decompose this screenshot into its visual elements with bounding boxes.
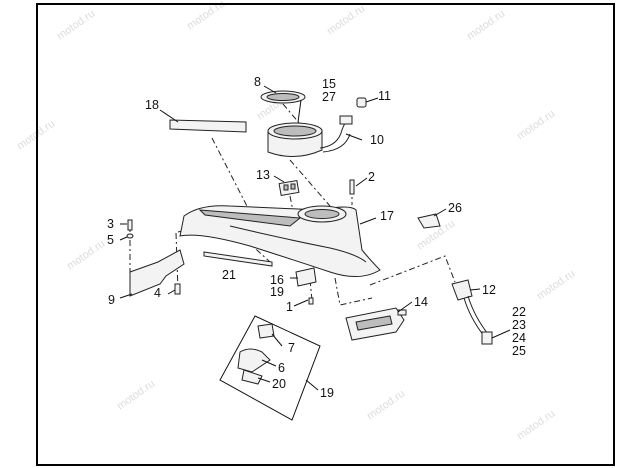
watermark-text: motod.ru: [515, 108, 557, 143]
part-17-console: [179, 205, 381, 277]
callout-24: 24: [512, 331, 526, 345]
part-13-connector: [278, 179, 300, 197]
callout-18: 18: [145, 98, 159, 112]
part-21-rod: [203, 251, 273, 267]
watermark-text: motod.ru: [115, 378, 157, 413]
callout-9: 9: [108, 293, 115, 307]
part-10-harness: [319, 115, 353, 153]
watermark-text: motod.ru: [65, 238, 107, 273]
part-2-bolt: [349, 179, 355, 195]
subassembly-19-box: [219, 315, 321, 421]
watermark-text: motod.ru: [535, 268, 577, 303]
part-4-post: [174, 283, 181, 295]
callout-20: 20: [272, 377, 286, 391]
callout-8: 8: [254, 75, 261, 89]
callout-1: 1: [286, 300, 293, 314]
watermark-text: motod.ru: [55, 8, 97, 43]
callout-11: 11: [378, 89, 391, 103]
callout-26: 26: [448, 201, 462, 215]
callout-13: 13: [256, 168, 270, 182]
callout-22: 22: [512, 305, 526, 319]
callout-19a: 19: [270, 285, 284, 299]
callout-7: 7: [288, 341, 295, 355]
part-1-pin: [308, 297, 314, 305]
part-15-gauge: [267, 122, 323, 157]
callout-4: 4: [154, 286, 161, 300]
callout-2: 2: [368, 170, 375, 184]
callout-10: 10: [370, 133, 384, 147]
watermark-text: motod.ru: [365, 388, 407, 423]
callout-14: 14: [414, 295, 428, 309]
watermark-text: motod.ru: [515, 408, 557, 443]
part-12-cable: [451, 279, 493, 345]
leader-lines: [119, 85, 511, 391]
callout-21: 21: [222, 268, 236, 282]
callout-3: 3: [107, 217, 114, 231]
callout-labels: 8 15 27 11 18 10 13 2 17 26 3 5 21 16 19…: [107, 75, 526, 400]
callout-12: 12: [482, 283, 496, 297]
callout-5: 5: [107, 233, 114, 247]
callout-27: 27: [322, 90, 336, 104]
part-26-clip: [417, 213, 441, 229]
part-9-bracket: [129, 249, 185, 297]
watermark-text: motod.ru: [465, 8, 507, 43]
callout-19b: 19: [320, 386, 334, 400]
part-5-washer: [126, 233, 134, 239]
part-18-strip: [169, 119, 247, 133]
callout-17: 17: [380, 209, 394, 223]
part-14-cover: [345, 307, 407, 341]
watermark-text: motod.ru: [325, 3, 367, 38]
part-3-screw: [127, 219, 133, 231]
part-16-switch: [295, 267, 317, 287]
callout-25: 25: [512, 344, 526, 358]
diagram-frame: [36, 3, 615, 466]
part-8-ring: [260, 90, 306, 104]
callout-15: 15: [322, 77, 336, 91]
callout-16: 16: [270, 273, 284, 287]
callout-6: 6: [278, 361, 285, 375]
callout-23: 23: [512, 318, 526, 332]
part-11-bulb: [356, 97, 367, 108]
